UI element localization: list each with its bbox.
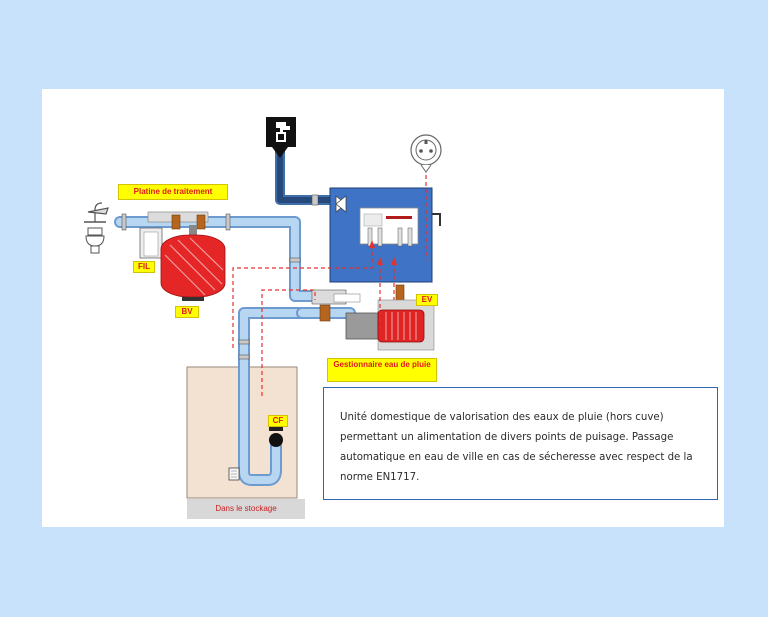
label-bv: BV [175,306,199,318]
pipe-fittings [121,194,319,360]
control-box [329,187,441,283]
float-switch-icon [269,425,283,447]
description-text: Unité domestique de valorisation des eau… [340,412,693,483]
toilet-icon [85,227,105,254]
water-tap-icon [266,117,296,158]
label-ev: EV [416,294,438,306]
electric-outlet-icon [410,134,442,173]
label-fil: FIL [133,261,155,273]
expansion-vessel [160,225,226,301]
label-cf: CF [268,415,288,427]
label-platine: Platine de traitement [118,184,228,200]
storage-label: Dans le stockage [187,499,305,519]
description-box: Unité domestique de valorisation des eau… [323,387,718,500]
treatment-platform [139,211,209,259]
signal-arrows [369,240,397,265]
signal-lines [232,168,427,396]
inlet-valve [335,195,347,213]
label-gestionnaire: Gestionnaire eau de pluie [327,358,437,382]
pump-group [311,284,435,351]
suction-filter [228,467,240,481]
shower-icon [84,202,109,223]
